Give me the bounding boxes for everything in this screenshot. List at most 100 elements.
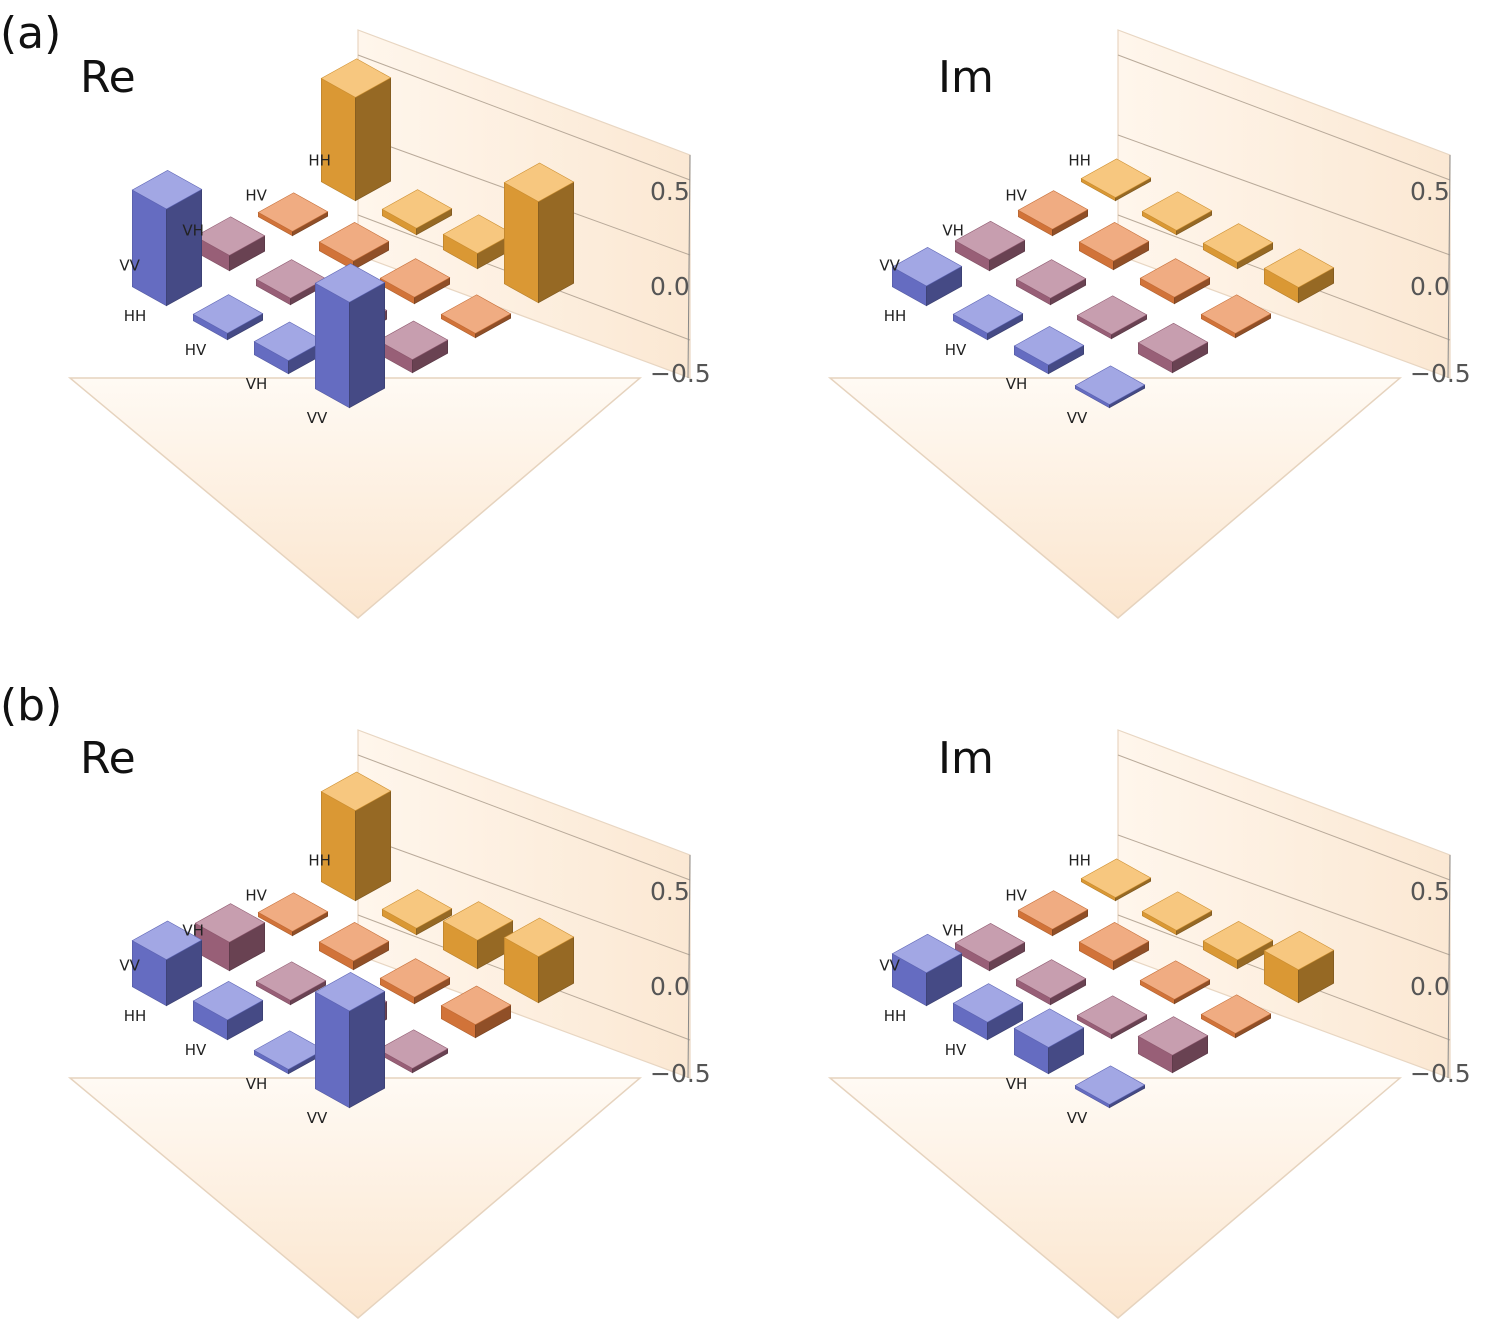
floor-plane: [67, 377, 643, 619]
bar-r4-c3: [1013, 326, 1085, 375]
z-tick-label: 0.0: [1410, 272, 1450, 301]
col-basis-label: HH: [884, 1007, 907, 1025]
col-basis-label: VH: [1006, 1075, 1028, 1093]
bar-r1-c1: [1080, 858, 1152, 902]
row-basis-label: VH: [182, 921, 204, 939]
bar-r4-c4: [1074, 1065, 1146, 1109]
bar-r3-c1: [194, 216, 266, 272]
bar-r1-c4: [503, 917, 575, 1004]
bar-r2-c4: [1200, 994, 1272, 1039]
col-basis-label: VH: [246, 1075, 268, 1093]
panel-label-a: (a): [0, 8, 61, 59]
bar-r2-c2: [1078, 922, 1150, 971]
bar-r1-c4: [1263, 930, 1335, 1004]
floor-plane: [67, 1077, 643, 1319]
bar-r1-c1: [320, 771, 392, 902]
row-basis-label: HV: [1005, 186, 1027, 204]
row-basis-label: VV: [879, 956, 900, 974]
bar-r3-c4: [377, 1029, 449, 1074]
bar-r2-c4: [1200, 294, 1272, 339]
row-basis-label: VV: [879, 256, 900, 274]
z-tick-label: 0.5: [650, 877, 690, 906]
bar-r1-c3: [1202, 921, 1274, 970]
bar-r2-c3: [379, 258, 451, 305]
bar-r2-c2: [1078, 222, 1150, 271]
row-basis-label: VH: [942, 221, 964, 239]
bar-r2-c4: [440, 985, 512, 1039]
row-basis-label: VH: [182, 221, 204, 239]
bar-r4-c3: [253, 321, 325, 375]
bar-r4-c2: [952, 294, 1024, 341]
z-axis: [687, 154, 691, 379]
row-basis-label: HH: [308, 851, 331, 869]
bar-r4-c2: [192, 981, 264, 1041]
bar-r3-c1: [954, 220, 1026, 272]
col-basis-label: VV: [1067, 1109, 1088, 1127]
z-tick-label: 0.0: [650, 272, 690, 301]
bar-r3-c3: [1076, 995, 1148, 1040]
row-basis-label: HV: [245, 186, 267, 204]
bar-r3-c2: [1015, 959, 1087, 1006]
bar-r3-c3: [1076, 295, 1148, 340]
bar-r2-c1: [257, 192, 329, 237]
bar-r4-c1: [131, 920, 203, 1007]
bar-r4-c1: [891, 933, 963, 1007]
z-tick-label: 0.5: [650, 177, 690, 206]
bar-r1-c1: [1080, 158, 1152, 202]
bar-r1-c2: [381, 189, 453, 236]
bar-r4-c4: [314, 972, 386, 1109]
wall-gridline: [1117, 134, 1451, 256]
chart-title-b-re: Re: [80, 733, 136, 784]
row-basis-label: VV: [119, 956, 140, 974]
wall-gridline: [357, 754, 691, 881]
floor-plane: [827, 1077, 1403, 1319]
col-basis-label: HV: [185, 1041, 207, 1059]
wall-gridline: [357, 54, 691, 181]
bar-r4-c3: [1013, 1008, 1085, 1075]
bar-r1-c1: [320, 58, 392, 202]
col-basis-label: HV: [185, 341, 207, 359]
bar-r4-c2: [952, 983, 1024, 1041]
col-basis-label: HV: [945, 341, 967, 359]
row-basis-label: HH: [1068, 851, 1091, 869]
bar-r2-c1: [1017, 890, 1089, 937]
bar-r3-c1: [954, 923, 1026, 972]
bar-r1-c3: [1202, 223, 1274, 270]
bar-r1-c2: [1141, 891, 1213, 936]
bar-r3-c4: [1137, 322, 1209, 374]
row-basis-label: HV: [1005, 886, 1027, 904]
row-basis-label: HV: [245, 886, 267, 904]
chart-title-a-re: Re: [80, 52, 136, 103]
row-basis-label: HH: [308, 151, 331, 169]
col-basis-label: HH: [124, 307, 147, 325]
wall-gridline: [1117, 834, 1451, 956]
bar-r3-c2: [1015, 259, 1087, 306]
col-basis-label: VH: [1006, 375, 1028, 393]
bar-r4-c4: [1074, 365, 1146, 409]
z-tick-label: 0.0: [650, 972, 690, 1001]
bar-r4-c3: [253, 1030, 325, 1075]
z-tick-label: 0.5: [1410, 177, 1450, 206]
z-tick-label: 0.0: [1410, 972, 1450, 1001]
z-tick-label: 0.5: [1410, 877, 1450, 906]
bar-r2-c4: [440, 294, 512, 339]
col-basis-label: VH: [246, 375, 268, 393]
bar-r3-c4: [377, 320, 449, 374]
z-axis: [1447, 154, 1451, 379]
bar-r4-c1: [891, 247, 963, 307]
chart-title-b-im: Im: [938, 733, 994, 784]
bar-r1-c2: [381, 889, 453, 936]
bar-r2-c3: [1139, 258, 1211, 305]
col-basis-label: HH: [124, 1007, 147, 1025]
bar-r2-c1: [257, 892, 329, 937]
row-basis-label: VH: [942, 921, 964, 939]
wall-gridline: [357, 834, 691, 956]
bar-r2-c1: [1017, 190, 1089, 237]
col-basis-label: HV: [945, 1041, 967, 1059]
bar-r2-c2: [318, 922, 390, 971]
bar-r3-c4: [1137, 1016, 1209, 1074]
wall-gridline: [1117, 754, 1451, 881]
